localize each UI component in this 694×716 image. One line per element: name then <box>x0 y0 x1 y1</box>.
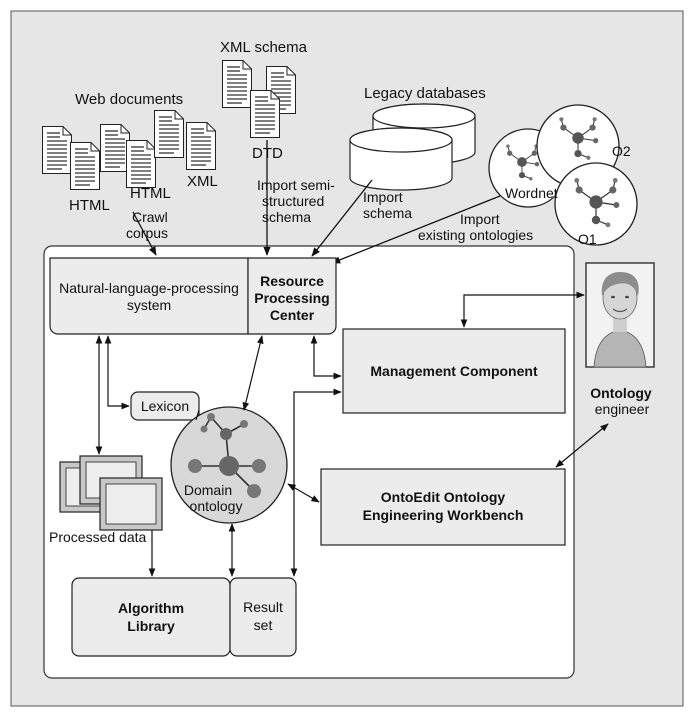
processed-data-label: Processed data <box>49 529 146 545</box>
ontology-engineer-photo <box>585 262 655 368</box>
import-existing-label-1: Import <box>460 211 500 227</box>
resource-processing-center-box: Resource Processing Center <box>247 257 337 335</box>
web-documents-group: Web documents HTML HTML XML <box>42 91 218 214</box>
result-set-box: Result set <box>229 577 297 657</box>
algorithm-label-2: Library <box>127 618 175 634</box>
o1-label: O1 <box>578 231 597 247</box>
web-documents-label: Web documents <box>75 91 183 108</box>
import-semi-label: Import semi- <box>257 177 335 193</box>
result-label-1: Result <box>243 599 283 615</box>
web-document-icon <box>186 122 216 170</box>
xml-schema-label: XML schema <box>220 39 308 56</box>
web-document-icon <box>126 140 156 188</box>
import-schema-label-1: Import <box>363 189 403 205</box>
html-label-1: HTML <box>69 197 110 214</box>
import-schema-label-2: schema <box>363 205 412 221</box>
web-document-icon <box>100 124 130 172</box>
rpc-label-3: Center <box>270 307 315 323</box>
nlp-label-2: system <box>127 297 171 313</box>
schema-label: schema <box>262 209 311 225</box>
schema-document-icon <box>222 60 252 108</box>
result-label-2: set <box>254 617 273 633</box>
algorithm-library-box: Algorithm Library <box>71 577 231 657</box>
domain-label: Domain <box>184 482 232 498</box>
processed-data-group: Processed data <box>49 455 163 545</box>
html-label-2: HTML <box>130 185 171 202</box>
ontology-engineer-label-1: Ontology <box>590 385 652 401</box>
management-label: Management Component <box>370 363 538 379</box>
ontology-label: ontology <box>190 498 243 514</box>
lexicon-box: Lexicon <box>130 391 200 421</box>
ontology-engineer-label-2: engineer <box>595 401 650 417</box>
structured-label: structured <box>262 193 324 209</box>
wordnet-label: Wordnet <box>505 185 558 201</box>
import-existing-label-2: existing ontologies <box>418 227 533 243</box>
schema-document-icon <box>250 90 280 138</box>
ontoedit-workbench-box: OntoEdit Ontology Engineering Workbench <box>320 468 566 546</box>
ontoedit-label-1: OntoEdit Ontology <box>381 489 506 505</box>
legacy-databases-group: Legacy databases <box>349 85 486 191</box>
ontoedit-label-2: Engineering Workbench <box>363 507 524 523</box>
existing-ontologies-group: Wordnet O2 O1 <box>488 104 638 247</box>
domain-ontology-node: Domain ontology <box>170 406 288 524</box>
rpc-label-1: Resource <box>260 273 324 289</box>
o2-label: O2 <box>612 143 631 159</box>
algorithm-label-1: Algorithm <box>118 600 184 616</box>
web-document-icon <box>42 126 72 174</box>
xml-label: XML <box>187 173 218 190</box>
nlp-label-1: Natural-language-processing <box>59 280 239 296</box>
rpc-label-2: Processing <box>254 290 329 306</box>
corpus-label: corpus <box>126 225 168 241</box>
lexicon-label: Lexicon <box>141 398 189 414</box>
management-component-box: Management Component <box>342 328 566 414</box>
nlp-system-box: Natural-language-processing system <box>49 257 249 335</box>
crawl-label: Crawl <box>132 209 168 225</box>
legacy-databases-label: Legacy databases <box>364 85 486 102</box>
web-document-icon <box>154 110 184 158</box>
web-document-icon <box>70 142 100 190</box>
